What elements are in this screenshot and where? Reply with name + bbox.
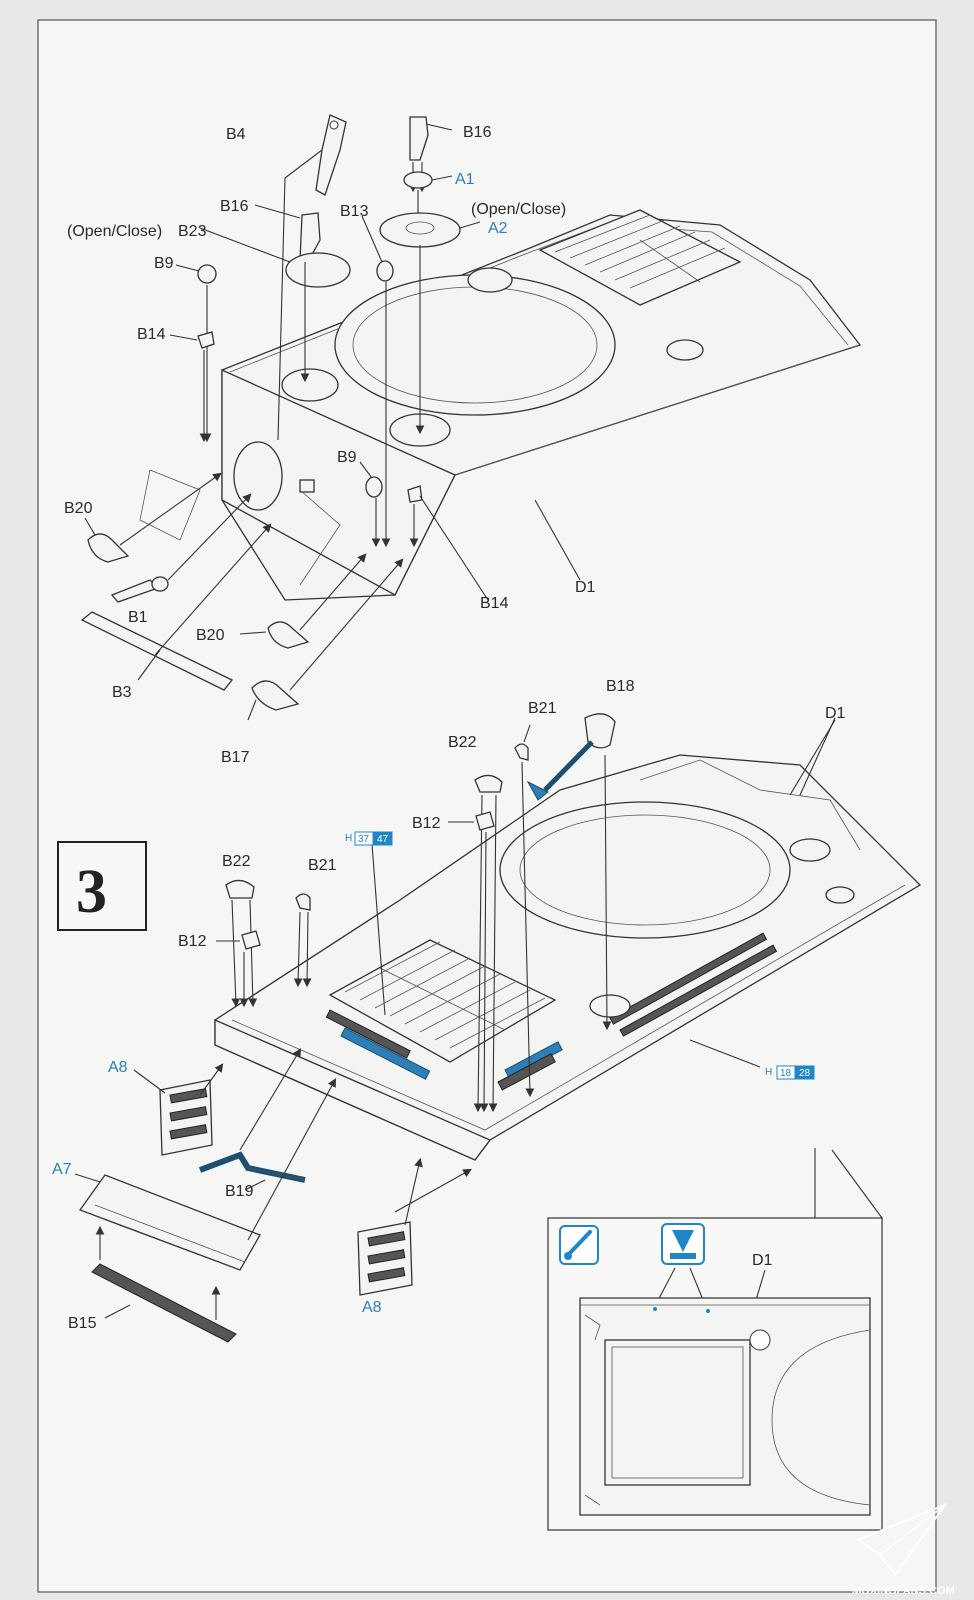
color-tag-h37-47: H 37 47 — [345, 831, 393, 846]
svg-text:37: 37 — [358, 834, 370, 845]
upper-assembly: B4 B16 A1 (Open/Close) A2 B16 B13 (Open/… — [64, 114, 862, 766]
svg-text:47: 47 — [377, 834, 389, 845]
label-d1-inset: D1 — [752, 1252, 773, 1269]
detail-inset: D1 — [547, 1148, 884, 1531]
part-a8-top — [133, 1063, 224, 1156]
deck-tube-dark-2 — [497, 1053, 556, 1091]
hull-d1-upper — [139, 209, 862, 601]
label-b13: B13 — [340, 203, 369, 220]
part-b3 — [80, 523, 272, 691]
label-b20-mid: B20 — [196, 627, 225, 644]
label-b19: B19 — [225, 1183, 254, 1200]
side-rod-2 — [609, 932, 768, 1025]
side-rod-1 — [619, 944, 778, 1037]
label-b12-top: B12 — [412, 815, 441, 832]
label-d1-lower: D1 — [825, 705, 846, 722]
label-b16-top: B16 — [463, 124, 492, 141]
part-b15 — [91, 1225, 237, 1343]
svg-text:H: H — [765, 1067, 772, 1078]
part-b13 — [361, 215, 394, 548]
rear-deck-grille — [328, 939, 557, 1063]
label-a7: A7 — [52, 1161, 72, 1178]
paper-plane-icon — [855, 1502, 948, 1577]
svg-text:18: 18 — [780, 1068, 792, 1079]
part-b12-top — [448, 811, 495, 1113]
lower-assembly: B18 B21 D1 B22 B12 B22 B21 B12 A8 A7 B19… — [52, 678, 922, 1343]
label-b22-top: B22 — [448, 734, 477, 751]
part-b18 — [526, 713, 616, 1031]
label-b16-left: B16 — [220, 198, 249, 215]
watermark-text: MOXINGFANS.COM — [852, 1585, 955, 1597]
part-b22-top — [473, 774, 503, 1113]
label-b18: B18 — [606, 678, 635, 695]
svg-text:H: H — [345, 833, 352, 844]
label-b9-left: B9 — [154, 255, 174, 272]
leader-d1-lower — [799, 717, 836, 796]
part-b14-left — [169, 331, 215, 443]
label-open-close-right: (Open/Close) — [471, 201, 566, 218]
cement-icon — [559, 1225, 599, 1265]
label-b1: B1 — [128, 609, 148, 626]
hull-d1-lower — [214, 719, 922, 1161]
label-open-close-left: (Open/Close) — [67, 223, 162, 240]
label-b21-left: B21 — [308, 857, 337, 874]
part-a2 — [379, 212, 481, 435]
part-b4 — [277, 114, 347, 441]
label-b21-top: B21 — [528, 700, 557, 717]
part-b19 — [198, 1048, 306, 1191]
part-b20-mid — [239, 553, 367, 649]
label-a2: A2 — [488, 220, 508, 237]
deck-tube-blue-1 — [340, 1027, 431, 1080]
part-b17 — [247, 558, 404, 721]
watermark: MOXINGFANS.COM — [852, 1502, 955, 1597]
step-number: 3 — [76, 858, 107, 926]
color-tag-h18-28: H 18 28 — [689, 1039, 815, 1080]
label-d1-upper: D1 — [575, 579, 596, 596]
part-b12-left — [216, 930, 261, 1008]
engine-deck-grille — [538, 209, 742, 306]
label-b17: B17 — [221, 749, 250, 766]
part-b21-top — [514, 724, 535, 1098]
leader-h37 — [371, 843, 386, 1016]
part-b21-left — [293, 893, 312, 988]
part-b9-left — [175, 264, 217, 443]
label-b23: B23 — [178, 223, 207, 240]
part-b14-right — [407, 485, 489, 601]
label-b12-left: B12 — [178, 933, 207, 950]
label-b3: B3 — [112, 684, 132, 701]
step-number-box: 3 — [57, 841, 147, 931]
drill-hole-icon — [653, 1223, 709, 1313]
label-b15: B15 — [68, 1315, 97, 1332]
part-a8-bottom — [357, 1157, 472, 1296]
part-b22-left — [225, 879, 258, 1008]
label-a1: A1 — [455, 171, 475, 188]
part-b16-b23 — [199, 204, 351, 383]
leader-d1-upper — [534, 499, 581, 581]
svg-text:28: 28 — [799, 1068, 811, 1079]
label-b20-left: B20 — [64, 500, 93, 517]
part-b1 — [110, 493, 252, 603]
part-b9-mid — [359, 461, 383, 548]
part-a7 — [74, 1078, 337, 1271]
label-b14-right: B14 — [480, 595, 509, 612]
label-b9-mid: B9 — [337, 449, 357, 466]
label-b4: B4 — [226, 126, 246, 143]
part-b20-left — [84, 472, 222, 563]
label-b14-left: B14 — [137, 326, 166, 343]
label-b22-left: B22 — [222, 853, 251, 870]
label-a8-top: A8 — [108, 1059, 128, 1076]
deck-tube-dark-1 — [325, 1009, 411, 1059]
label-a8-bottom: A8 — [362, 1299, 382, 1316]
